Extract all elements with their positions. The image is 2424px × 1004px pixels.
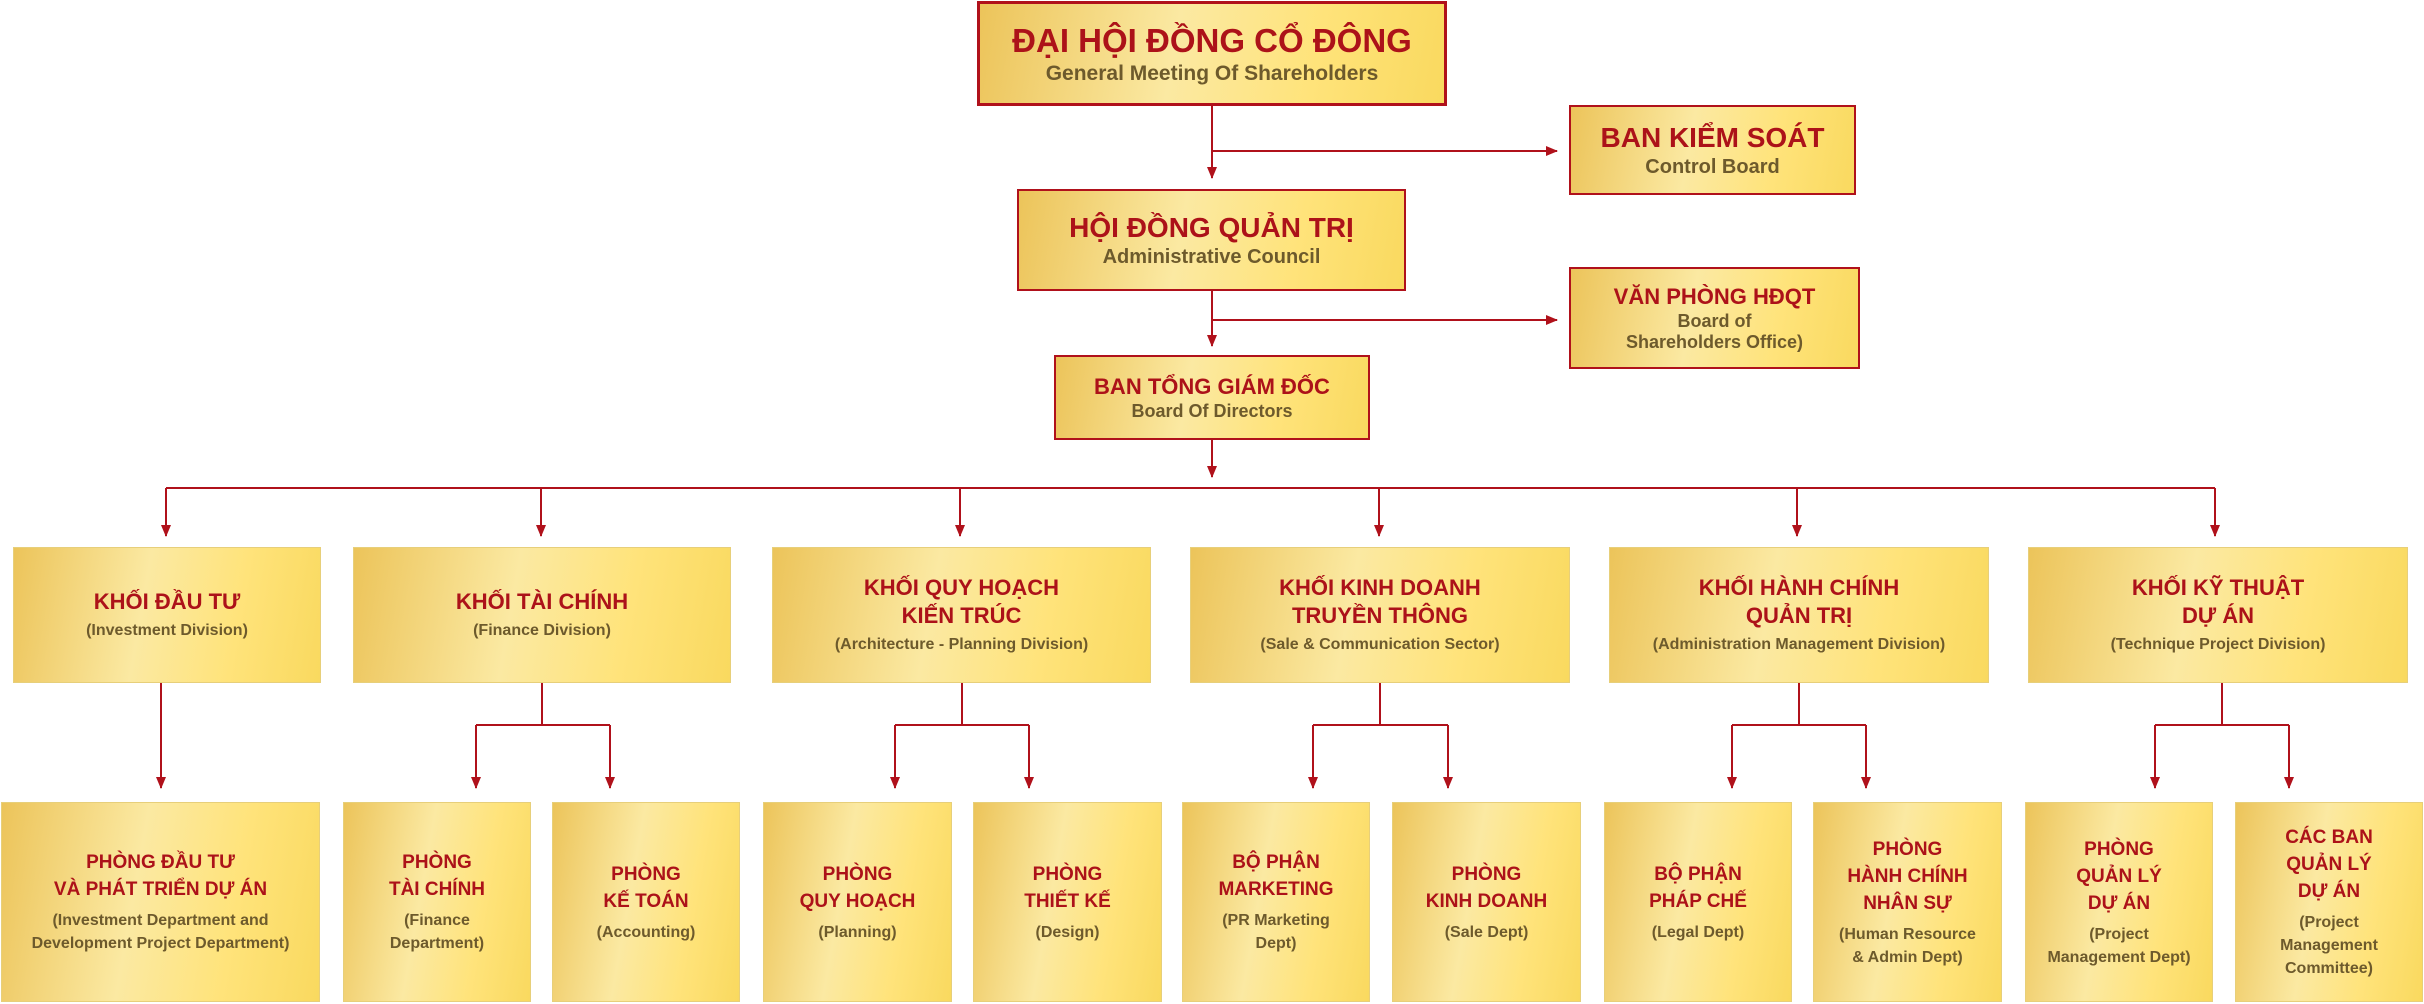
division-technique-project: KHỐI KỸ THUẬT DỰ ÁN (Technique Project D… [2028,547,2408,683]
dept-subtitle: (Finance Department) [389,912,485,952]
dept-title: CÁC BAN QUẢN LÝ DỰ ÁN [2285,827,2373,902]
dept-subtitle: (Project Management Committee) [2280,914,2378,977]
dept-marketing: BỘ PHẬN MARKETING (PR Marketing Dept) [1182,802,1370,1002]
division-sale-communication: KHỐI KINH DOANH TRUYỀN THÔNG (Sale & Com… [1190,547,1570,683]
node-title: BAN TỔNG GIÁM ĐỐC [1094,374,1330,399]
dept-subtitle: (Design) [1035,923,1100,941]
link-div4-split [1313,683,1448,726]
division-subtitle: (Technique Project Division) [2110,636,2326,653]
dept-subtitle: (Accounting) [596,923,696,941]
dept-legal: BỘ PHẬN PHÁP CHẾ (Legal Dept) [1604,802,1792,1002]
division-title: KHỐI QUY HOẠCH KIẾN TRÚC [863,575,1060,628]
dept-subtitle: (Human Resource & Admin Dept) [1839,925,1976,966]
division-investment: KHỐI ĐẦU TƯ (Investment Division) [13,547,321,683]
division-title: KHỐI TÀI CHÍNH [455,589,629,614]
node-subtitle: Control Board [1645,155,1780,178]
dept-accounting: PHÒNG KẾ TOÁN (Accounting) [552,802,740,1002]
division-subtitle: (Investment Division) [86,622,248,639]
dept-subtitle: (Planning) [818,923,897,941]
dept-subtitle: (PR Marketing Dept) [1222,912,1330,952]
dept-title: PHÒNG TÀI CHÍNH [388,852,486,900]
link-div5-split [1732,683,1866,726]
node-subtitle: Board Of Directors [1131,401,1293,421]
dept-title: PHÒNG HÀNH CHÍNH NHÂN SỰ [1847,838,1968,914]
division-subtitle: (Administration Management Division) [1652,636,1946,653]
dept-project-management: PHÒNG QUẢN LÝ DỰ ÁN (Project Management … [2025,802,2213,1002]
dept-human-resource-admin: PHÒNG HÀNH CHÍNH NHÂN SỰ (Human Resource… [1813,802,2002,1002]
node-title: ĐẠI HỘI ĐỒNG CỔ ĐÔNG [1012,21,1412,59]
dept-title: PHÒNG QUẢN LÝ DỰ ÁN [2076,838,2162,914]
node-board-of-directors: BAN TỔNG GIÁM ĐỐC Board Of Directors [1054,355,1370,440]
node-administrative-council: HỘI ĐỒNG QUẢN TRỊ Administrative Council [1017,189,1406,291]
division-architecture-planning: KHỐI QUY HOẠCH KIẾN TRÚC (Architecture -… [772,547,1151,683]
node-subtitle: General Meeting Of Shareholders [1045,61,1379,85]
dept-planning: PHÒNG QUY HOẠCH (Planning) [763,802,952,1002]
dept-title: PHÒNG QUY HOẠCH [799,863,916,912]
node-title: VĂN PHÒNG HĐQT [1613,284,1816,309]
division-administration-management: KHỐI HÀNH CHÍNH QUẢN TRỊ (Administration… [1609,547,1989,683]
dept-design: PHÒNG THIẾT KẾ (Design) [973,802,1162,1002]
division-title: KHỐI ĐẦU TƯ [93,589,241,614]
dept-subtitle: (Project Management Dept) [2047,925,2191,966]
dept-title: PHÒNG ĐẦU TƯ VÀ PHÁT TRIỂN DỰ ÁN [53,852,268,900]
node-general-meeting: ĐẠI HỘI ĐỒNG CỔ ĐÔNG General Meeting Of … [977,1,1447,106]
link-div6-split [2155,683,2289,726]
dept-sales: PHÒNG KINH DOANH (Sale Dept) [1392,802,1581,1002]
dept-title: PHÒNG THIẾT KẾ [1024,863,1111,912]
dept-title: PHÒNG KINH DOANH [1425,863,1548,912]
node-title: BAN KIỂM SOÁT [1600,121,1825,153]
node-subtitle: Administrative Council [1102,245,1321,268]
division-title: KHỐI KINH DOANH TRUYỀN THÔNG [1279,575,1481,628]
link-div3-split [895,683,1029,726]
dept-title: BỘ PHẬN MARKETING [1218,852,1334,900]
node-shareholders-office: VĂN PHÒNG HĐQT Board of Shareholders Off… [1569,267,1860,369]
division-subtitle: (Architecture - Planning Division) [834,636,1089,653]
dept-project-management-committee: CÁC BAN QUẢN LÝ DỰ ÁN (Project Managemen… [2235,802,2423,1002]
node-title: HỘI ĐỒNG QUẢN TRỊ [1069,211,1354,243]
dept-investment-development: PHÒNG ĐẦU TƯ VÀ PHÁT TRIỂN DỰ ÁN (Invest… [1,802,320,1002]
dept-subtitle: (Legal Dept) [1651,923,1745,941]
division-subtitle: (Sale & Communication Sector) [1260,636,1500,653]
division-finance: KHỐI TÀI CHÍNH (Finance Division) [353,547,731,683]
dept-title: BỘ PHẬN PHÁP CHẾ [1649,863,1747,912]
dept-finance: PHÒNG TÀI CHÍNH (Finance Department) [343,802,531,1002]
division-title: KHỐI KỸ THUẬT DỰ ÁN [2131,575,2305,628]
division-subtitle: (Finance Division) [473,622,611,639]
node-subtitle: Board of Shareholders Office) [1625,311,1804,352]
dept-subtitle: (Investment Department and Development P… [31,912,290,952]
division-title: KHỐI HÀNH CHÍNH QUẢN TRỊ [1698,575,1900,628]
dept-title: PHÒNG KẾ TOÁN [603,863,689,912]
dept-subtitle: (Sale Dept) [1444,923,1529,941]
node-control-board: BAN KIỂM SOÁT Control Board [1569,105,1856,195]
link-div2-split [476,683,610,726]
